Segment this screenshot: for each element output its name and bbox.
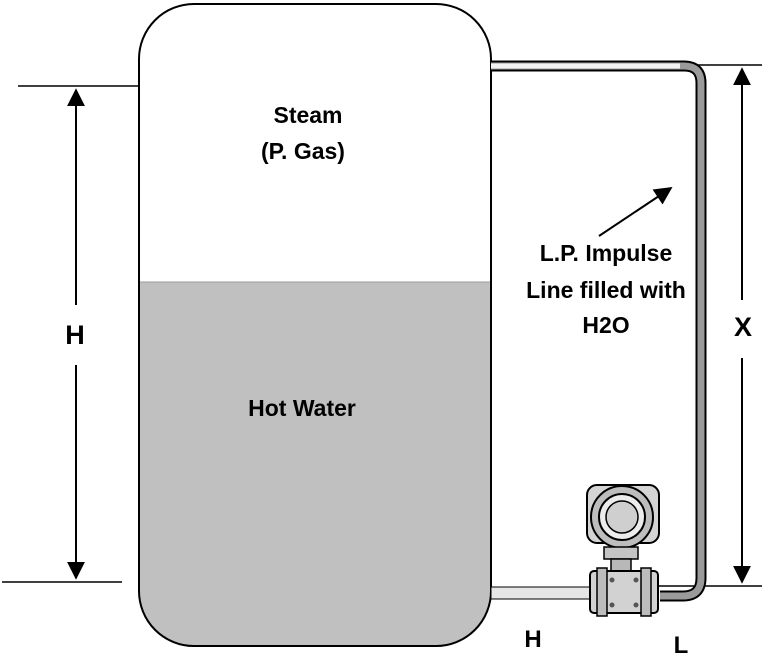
lp-impulse-line [491,60,707,602]
height-x-dimension [655,64,762,587]
lp-impulse-line-fill [491,62,705,600]
low-pressure-port-label: L [673,632,689,659]
high-pressure-port-label: H [524,626,542,653]
steam-label: Steam [273,102,343,128]
height-h-dimension [2,85,139,583]
arrow-icon [598,187,673,237]
hp-impulse-line [490,586,592,600]
impulse-line-label-1: L.P. Impulse [539,240,673,266]
impulse-line-label-3: H2O [582,312,630,338]
hot-water-label: Hot Water [248,395,356,421]
vessel-outline [138,3,492,647]
dp-transmitter-icon [586,484,660,617]
height-x-label: X [733,312,753,342]
impulse-line-label-2: Line filled with [526,277,686,303]
vessel [138,3,492,647]
height-h-label: H [65,320,85,350]
hot-water-region [139,282,491,646]
gas-label: (P. Gas) [261,138,345,164]
